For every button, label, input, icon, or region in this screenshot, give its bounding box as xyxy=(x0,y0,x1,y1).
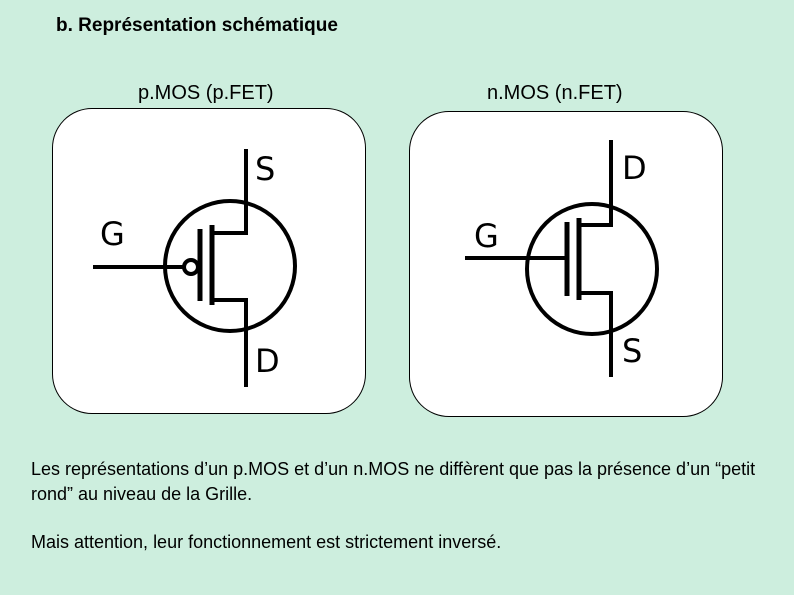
pmos-symbol: G S D xyxy=(93,149,297,387)
nmos-source-letter: S xyxy=(622,332,642,370)
pmos-source-letter: S xyxy=(255,150,275,188)
nmos-drain-letter: D xyxy=(622,149,647,187)
pmos-gate-bubble xyxy=(182,258,200,276)
pmos-gate-letter: G xyxy=(100,215,125,253)
nmos-body-circle xyxy=(525,202,659,336)
nmos-drain-lead xyxy=(579,140,613,227)
nmos-symbol-card: G D S xyxy=(409,111,723,417)
nmos-gate-letter: G xyxy=(474,217,499,255)
pmos-drain-letter: D xyxy=(255,342,280,380)
nmos-label: n.MOS (n.FET) xyxy=(487,82,623,104)
description-difference: Les représentations d’un p.MOS et d’un n… xyxy=(31,459,756,504)
pmos-drain-lead xyxy=(212,298,248,387)
nmos-source-lead xyxy=(579,291,613,377)
nmos-symbol: G D S xyxy=(465,140,659,377)
section-title: b. Représentation schématique xyxy=(56,15,338,36)
description-warning: Mais attention, leur fonctionnement est … xyxy=(31,532,502,552)
pmos-symbol-card: G S D xyxy=(52,108,366,414)
pmos-label: p.MOS (p.FET) xyxy=(138,82,274,104)
pmos-source-lead xyxy=(212,149,248,235)
